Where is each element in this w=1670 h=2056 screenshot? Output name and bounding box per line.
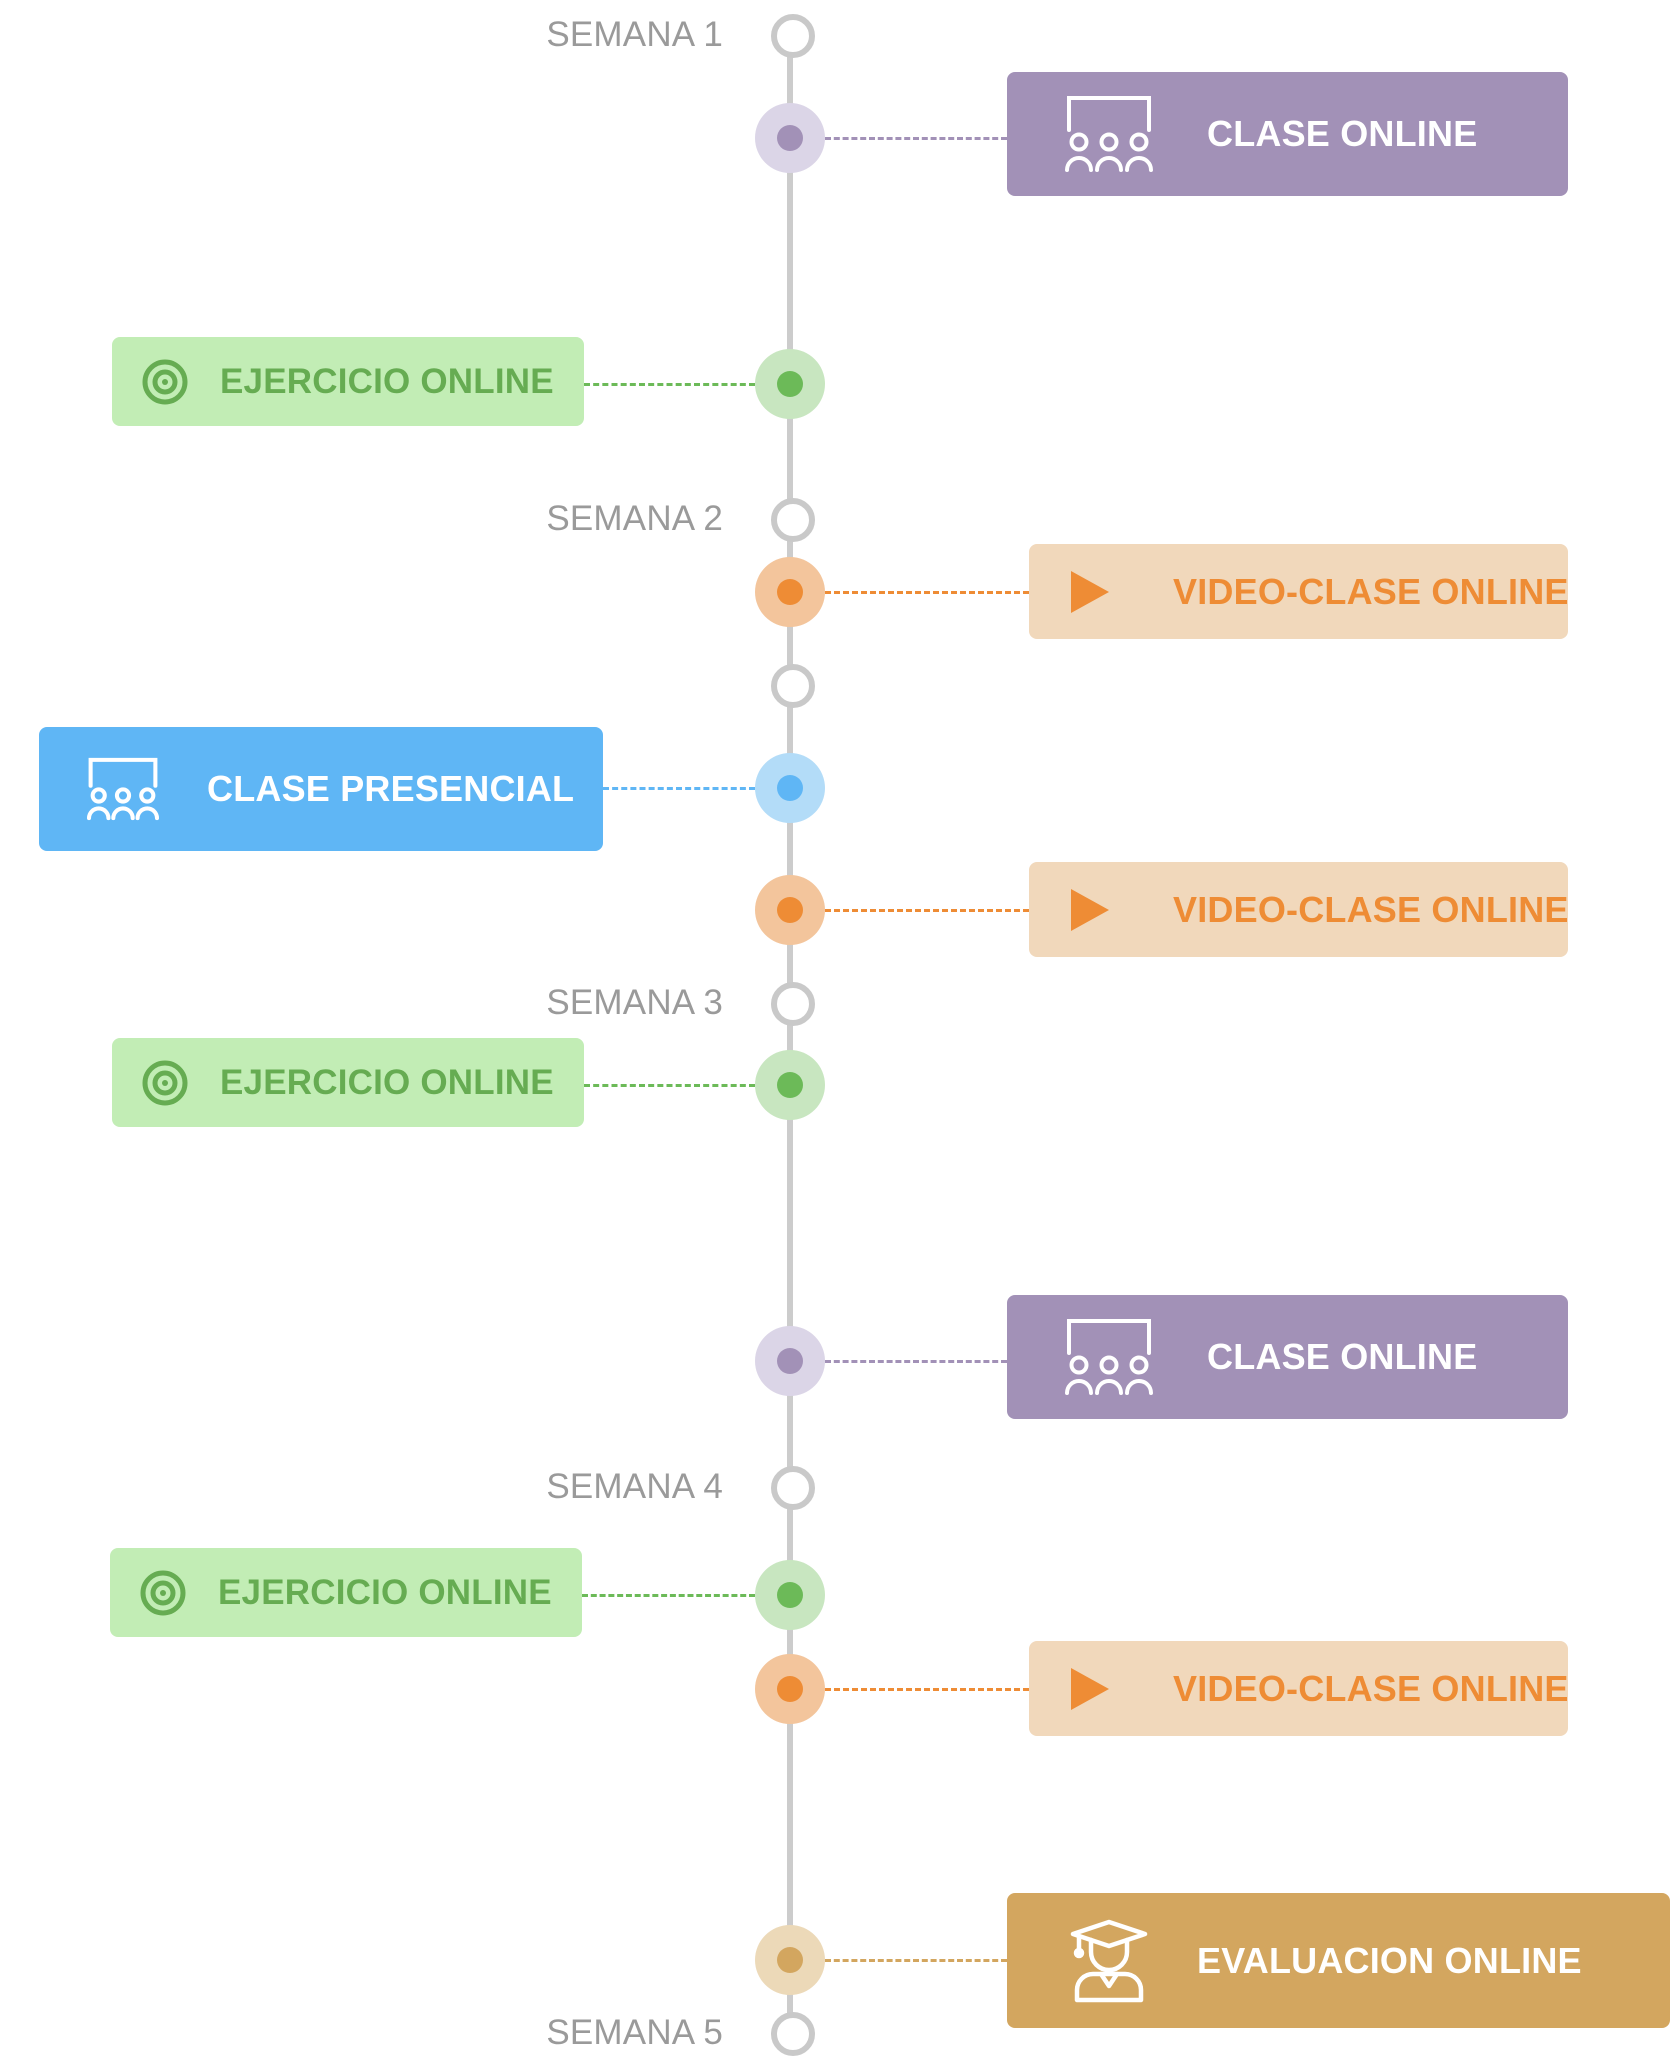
clase-online-card[interactable]: CLASE ONLINE (1007, 1295, 1568, 1419)
event-node (755, 349, 825, 419)
play-icon (1065, 885, 1115, 935)
week-node (771, 14, 815, 58)
dashed-connector (825, 591, 1029, 594)
dashed-connector (825, 1360, 1007, 1363)
evaluacion-online-card[interactable]: EVALUACION ONLINE (1007, 1893, 1670, 2028)
week-node (771, 2012, 815, 2056)
week-label: SEMANA 3 (546, 983, 723, 1022)
event-label: VIDEO-CLASE ONLINE (1173, 570, 1569, 612)
graduate-icon (1069, 1918, 1149, 2004)
event-label: VIDEO-CLASE ONLINE (1173, 1667, 1569, 1709)
event-label: EJERCICIO ONLINE (220, 361, 554, 401)
dashed-connector (584, 383, 755, 386)
dashed-connector (825, 909, 1029, 912)
play-icon (1065, 567, 1115, 617)
event-dot (777, 579, 803, 605)
week-label: SEMANA 4 (546, 1467, 723, 1506)
ejercicio-online-card[interactable]: EJERCICIO ONLINE (112, 337, 584, 426)
event-label: CLASE PRESENCIAL (207, 768, 575, 809)
target-icon (138, 1569, 188, 1617)
event-dot (777, 897, 803, 923)
event-dot (777, 371, 803, 397)
target-icon (140, 1059, 190, 1107)
event-dot (777, 775, 803, 801)
event-dot (777, 1072, 803, 1098)
event-node (755, 875, 825, 945)
dashed-connector (825, 1959, 1007, 1962)
week-label: SEMANA 2 (546, 499, 723, 538)
clase-presencial-card[interactable]: CLASE PRESENCIAL (39, 727, 603, 851)
week-node (771, 1466, 815, 1510)
event-label: CLASE ONLINE (1207, 1336, 1478, 1377)
video-clase-online-card[interactable]: VIDEO-CLASE ONLINE (1029, 1641, 1568, 1736)
week-node (771, 664, 815, 708)
classroom-icon (1059, 92, 1159, 176)
classroom-icon (1059, 1315, 1159, 1399)
event-label: EJERCICIO ONLINE (218, 1572, 552, 1612)
ejercicio-online-card[interactable]: EJERCICIO ONLINE (112, 1038, 584, 1127)
target-icon (140, 358, 190, 406)
event-node (755, 1050, 825, 1120)
timeline-axis (787, 36, 793, 2030)
event-dot (777, 1348, 803, 1374)
dashed-connector (825, 137, 1007, 140)
event-label: VIDEO-CLASE ONLINE (1173, 888, 1569, 930)
video-clase-online-card[interactable]: VIDEO-CLASE ONLINE (1029, 544, 1568, 639)
event-dot (777, 125, 803, 151)
ejercicio-online-card[interactable]: EJERCICIO ONLINE (110, 1548, 582, 1637)
event-node (755, 557, 825, 627)
classroom-icon (83, 755, 163, 823)
event-node (755, 753, 825, 823)
play-icon (1065, 1664, 1115, 1714)
dashed-connector (603, 787, 755, 790)
week-node (771, 982, 815, 1026)
week-node (771, 498, 815, 542)
dashed-connector (582, 1594, 755, 1597)
event-node (755, 1560, 825, 1630)
event-dot (777, 1582, 803, 1608)
week-label: SEMANA 1 (546, 15, 723, 54)
event-node (755, 1654, 825, 1724)
week-label: SEMANA 5 (546, 2013, 723, 2052)
video-clase-online-card[interactable]: VIDEO-CLASE ONLINE (1029, 862, 1568, 957)
event-label: EVALUACION ONLINE (1197, 1939, 1582, 1981)
event-node (755, 103, 825, 173)
event-node (755, 1326, 825, 1396)
event-label: CLASE ONLINE (1207, 113, 1478, 154)
clase-online-card[interactable]: CLASE ONLINE (1007, 72, 1568, 196)
event-node (755, 1925, 825, 1995)
dashed-connector (825, 1688, 1029, 1691)
event-dot (777, 1947, 803, 1973)
event-label: EJERCICIO ONLINE (220, 1062, 554, 1102)
event-dot (777, 1676, 803, 1702)
dashed-connector (584, 1084, 755, 1087)
